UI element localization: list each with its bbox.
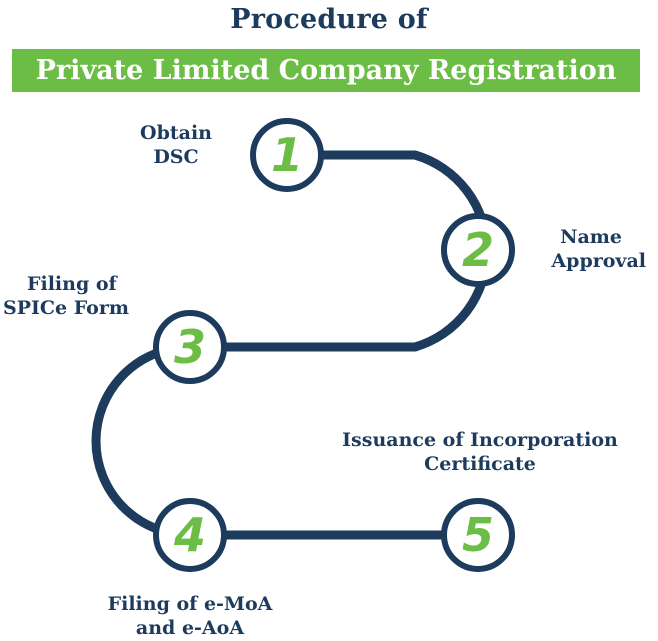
page-title: Procedure of — [230, 4, 428, 35]
step-number-3: 3 — [174, 320, 206, 374]
step-circle-5 — [441, 498, 515, 572]
step-number-2: 2 — [462, 223, 494, 277]
step-node-5: 5 — [441, 498, 515, 572]
step-node-2: 2 — [441, 213, 515, 287]
step-label-5-line-2: Certificate — [424, 453, 536, 475]
step-label-1-line-1: Obtain — [140, 122, 212, 144]
step-number-5: 5 — [462, 508, 494, 562]
step-label-4: Filing of e-MoA and e-AoA — [70, 592, 310, 640]
title-banner: Private Limited Company Registration — [12, 49, 640, 92]
step-node-3: 3 — [153, 310, 227, 384]
step-label-2: Name Approval — [520, 225, 646, 273]
step-node-1: 1 — [250, 118, 324, 192]
banner-title: Private Limited Company Registration — [35, 55, 617, 86]
step-circle-1 — [250, 118, 324, 192]
step-number-1: 1 — [271, 128, 303, 182]
step-label-4-line-2: and e-AoA — [135, 617, 245, 639]
step-label-3-line-1: Filing of — [27, 273, 117, 295]
step-label-2-line-2: Approval — [551, 250, 646, 272]
step-label-5-line-1: Issuance of Incorporation — [342, 429, 618, 451]
step-label-3-line-2: SPICe Form — [3, 297, 129, 319]
step-number-4: 4 — [173, 508, 206, 562]
step-label-4-line-1: Filing of e-MoA — [107, 593, 273, 615]
step-label-5: Issuance of Incorporation Certificate — [300, 428, 658, 476]
step-label-3: Filing of SPICe Form — [3, 272, 153, 320]
step-node-4: 4 — [153, 498, 227, 572]
step-label-1: Obtain DSC — [120, 121, 232, 169]
step-circle-4 — [153, 498, 227, 572]
step-label-2-line-1: Name — [560, 226, 622, 248]
step-label-1-line-2: DSC — [153, 146, 199, 168]
step-circle-3 — [153, 310, 227, 384]
step-circle-2 — [441, 213, 515, 287]
